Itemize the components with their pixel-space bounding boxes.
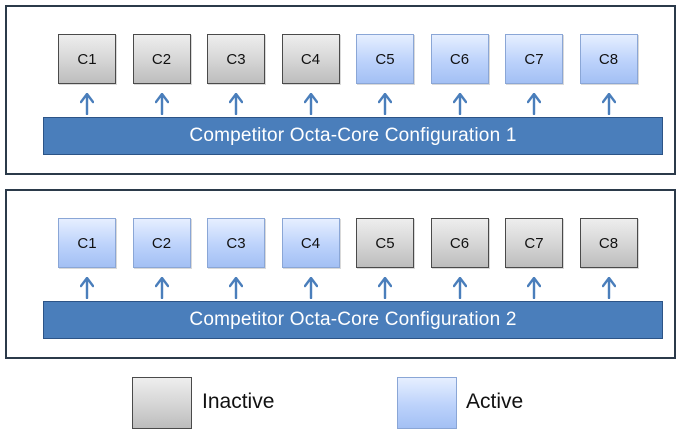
core-label: C2: [151, 50, 172, 68]
configuration-2-bar: Competitor Octa-Core Configuration 2: [43, 301, 663, 339]
configuration-1-panel: C1 C2 C3 C4 C5 C6 C7 C8 Competitor Octa-…: [5, 5, 676, 175]
config-1-core-c4: C4: [281, 34, 340, 84]
core-label: C5: [375, 234, 395, 252]
arrow-up-icon: [303, 93, 318, 115]
arrow-up-icon: [527, 277, 541, 299]
config-2-core-c6: C6: [430, 218, 489, 268]
legend-inactive-swatch: [132, 377, 192, 429]
core-label: C6: [449, 50, 470, 68]
configuration-2-title: Competitor Octa-Core Configuration 2: [189, 309, 517, 330]
config-2-core-c7: C7: [505, 218, 563, 268]
core-label: C6: [449, 234, 470, 252]
config-2-core-c2: C2: [132, 218, 191, 268]
arrow-up-icon: [80, 277, 94, 299]
core-label: C7: [524, 234, 544, 252]
arrow-up-icon: [452, 93, 467, 115]
core-label: C3: [226, 234, 246, 252]
configuration-1-bar: Competitor Octa-Core Configuration 1: [43, 117, 663, 155]
arrow-up-icon: [527, 93, 541, 115]
config-1-core-c2: C2: [132, 34, 191, 84]
config-1-core-c5: C5: [356, 34, 414, 84]
core-label: C1: [77, 234, 97, 252]
core-label: C4: [300, 50, 321, 68]
config-2-core-c4: C4: [281, 218, 340, 268]
arrow-up-icon: [303, 277, 318, 299]
arrow-up-icon: [378, 93, 392, 115]
config-1-core-c1: C1: [58, 34, 116, 84]
core-label: C5: [375, 50, 395, 68]
configuration-2-panel: C1 C2 C3 C4 C5 C6 C7 C8 Competitor Octa-…: [5, 189, 676, 359]
configuration-1-cores: C1 C2 C3 C4 C5 C6 C7 C8: [7, 7, 674, 173]
core-label: C3: [226, 50, 246, 68]
config-2-core-c1: C1: [58, 218, 116, 268]
configuration-2-cores: C1 C2 C3 C4 C5 C6 C7 C8: [7, 191, 674, 357]
configuration-1-title: Competitor Octa-Core Configuration 1: [189, 125, 517, 146]
config-2-core-c5: C5: [356, 218, 414, 268]
arrow-up-icon: [601, 277, 616, 299]
config-1-core-c6: C6: [430, 34, 489, 84]
core-label: C8: [598, 234, 619, 252]
config-1-core-c3: C3: [207, 34, 265, 84]
arrow-up-icon: [452, 277, 467, 299]
core-label: C7: [524, 50, 544, 68]
arrow-up-icon: [154, 277, 169, 299]
legend-inactive-label: Inactive: [202, 390, 275, 413]
config-2-core-c3: C3: [207, 218, 265, 268]
arrow-up-icon: [601, 93, 616, 115]
arrow-up-icon: [229, 277, 243, 299]
arrow-up-icon: [80, 93, 94, 115]
config-2-core-c8: C8: [579, 218, 638, 268]
config-1-core-c8: C8: [579, 34, 638, 84]
arrow-up-icon: [229, 93, 243, 115]
arrow-up-icon: [378, 277, 392, 299]
core-label: C4: [300, 234, 321, 252]
legend-active-swatch: [397, 377, 457, 429]
legend-active-label: Active: [466, 390, 524, 413]
arrow-up-icon: [154, 93, 169, 115]
core-label: C2: [151, 234, 172, 252]
config-1-core-c7: C7: [505, 34, 563, 84]
core-label: C8: [598, 50, 619, 68]
core-label: C1: [77, 50, 97, 68]
